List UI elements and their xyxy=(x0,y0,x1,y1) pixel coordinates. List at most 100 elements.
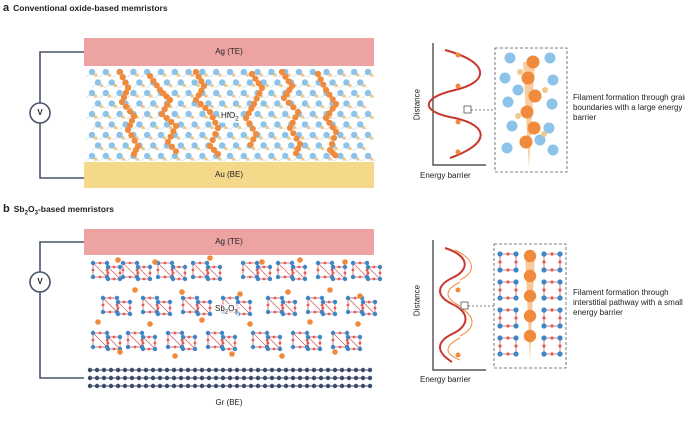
ag-atom xyxy=(131,137,138,144)
sb2o3-cage xyxy=(155,299,173,317)
carbon-atom xyxy=(220,375,226,381)
ag-atom xyxy=(248,105,255,112)
hf-atom xyxy=(177,142,184,149)
hf-atom xyxy=(213,68,220,76)
carbon-atom xyxy=(234,383,240,389)
sb2o3-cage xyxy=(190,260,210,280)
hf-atom xyxy=(102,152,110,160)
hf-atom-zoom xyxy=(544,52,556,64)
ag-atom xyxy=(317,76,324,83)
sb2o3-cage xyxy=(330,264,348,282)
sb2o3-cage xyxy=(135,264,153,282)
carbon-atom xyxy=(318,383,324,389)
ag-atom xyxy=(206,142,214,150)
ag-atom xyxy=(150,77,157,84)
ag-atom xyxy=(250,100,258,108)
ag-atom xyxy=(249,125,256,132)
hf-atom xyxy=(136,79,143,86)
ag-atom xyxy=(286,124,294,132)
ag-atom xyxy=(294,145,302,152)
hf-atom xyxy=(323,68,330,76)
hf-atom xyxy=(337,131,344,139)
carbon-atom xyxy=(297,367,303,373)
carbon-atom xyxy=(206,383,212,389)
hf-atom xyxy=(351,110,358,118)
sb2o3-cage xyxy=(115,299,133,317)
sb2o3-cage xyxy=(345,334,363,352)
ag-atom xyxy=(248,70,256,78)
hf-atom xyxy=(94,79,102,86)
hf-atom xyxy=(88,110,96,118)
carbon-atom xyxy=(213,383,219,389)
hf-atom xyxy=(351,152,358,160)
ag-atom xyxy=(192,96,200,104)
ag-atom-zoom xyxy=(523,309,537,323)
hf-atom xyxy=(309,152,316,160)
panel-a-circuit xyxy=(39,51,84,179)
carbon-atom xyxy=(178,383,184,389)
hf-atom xyxy=(130,89,137,97)
carbon-atom xyxy=(143,367,149,373)
hf-atom xyxy=(177,121,184,128)
carbon-atom xyxy=(101,383,107,389)
hf-atom-zoom xyxy=(547,144,559,156)
hf-atom xyxy=(177,79,184,86)
carbon-atom xyxy=(276,383,282,389)
carbon-atom xyxy=(353,367,359,373)
hf-atom xyxy=(295,89,303,97)
ag-atom xyxy=(164,101,171,108)
sb2o3-cage xyxy=(105,334,123,352)
ag-atom xyxy=(328,140,336,148)
carbon-atom xyxy=(332,375,338,381)
ag-atom xyxy=(296,140,304,148)
ag-atom xyxy=(214,150,222,158)
sb2o3-cage xyxy=(315,260,335,280)
sb2o3-cage xyxy=(265,334,283,352)
hf-atom xyxy=(260,142,267,149)
ag-atom-zoom xyxy=(528,89,542,103)
ag-atom xyxy=(256,90,263,97)
ag-atom xyxy=(119,74,126,81)
sb2o3-cage xyxy=(290,264,308,282)
hf-atom xyxy=(232,100,240,107)
panel-a-energy-curve xyxy=(427,49,482,159)
hf-atom xyxy=(309,110,316,118)
hf-atom xyxy=(88,68,96,76)
ag-atom xyxy=(168,118,175,126)
carbon-atom xyxy=(185,383,191,389)
sb2o3-cage xyxy=(275,260,295,280)
carbon-atom xyxy=(115,375,121,381)
carbon-atom xyxy=(199,375,205,381)
hf-atom xyxy=(295,68,303,76)
ag-atom xyxy=(247,141,254,148)
ag-atom xyxy=(330,134,338,142)
hf-atom xyxy=(274,121,281,128)
hf-atom xyxy=(116,110,123,118)
hf-atom xyxy=(232,142,240,149)
ag-atom xyxy=(326,119,333,126)
panel-b-sb2o3-lattice xyxy=(90,255,383,359)
ag-atom xyxy=(293,135,300,142)
hf-atom xyxy=(357,79,364,86)
hf-atom-zoom xyxy=(502,96,514,108)
carbon-atom xyxy=(339,383,345,389)
ag-atom xyxy=(285,99,292,106)
ag-atom-zoom xyxy=(523,249,537,263)
carbon-atom xyxy=(143,375,149,381)
ag-atom xyxy=(179,289,185,295)
ag-atom xyxy=(322,114,330,122)
carbon-atom xyxy=(213,367,219,373)
panel-a-zoom-box xyxy=(494,47,568,173)
sb2o3-cage xyxy=(280,299,298,317)
ag-atom xyxy=(128,132,135,139)
carbon-atom xyxy=(129,375,135,381)
carbon-atom xyxy=(346,367,352,373)
ag-atom xyxy=(279,353,285,359)
carbon-atom xyxy=(304,375,310,381)
hf-atom xyxy=(343,142,350,149)
ag-atom xyxy=(192,68,200,76)
ag-atom xyxy=(195,92,202,99)
hf-atom xyxy=(351,131,358,139)
sb2o3-cage xyxy=(250,330,270,350)
carbon-atom xyxy=(227,367,233,373)
